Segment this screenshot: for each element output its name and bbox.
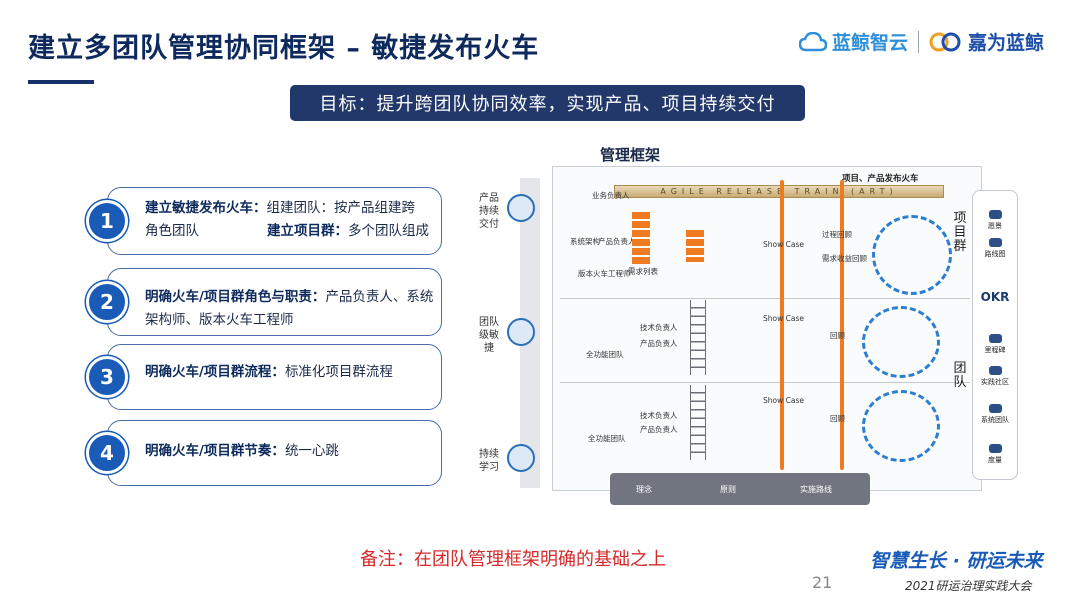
step-card-3 [107,344,442,410]
conference-name: 2021研运治理实践大会 [905,579,1032,593]
demand-review-label: 需求收益回顾 [822,254,867,263]
project-group-char-3: 群 [953,239,967,254]
rp-roadmap: 路线图 [972,238,1018,259]
orange-line-1 [780,180,784,470]
team-agile-icon [507,318,535,346]
delivery-icon [507,194,535,222]
step-1-text2: 角色团队 [145,223,199,239]
step-number-2: 2 [86,281,128,323]
agile-release-train-bar: AGILE RELEASE TRAIN (ART) [614,185,944,198]
page-title: 建立多团队管理协同框架 – 敏捷发布火车 [28,33,540,64]
learning-icon [507,444,535,472]
rp-milestone: 里程碑 [972,334,1018,355]
bb-roadmap: 实施路线 [800,485,832,494]
diagram-title: 管理框架 [600,146,661,164]
bottom-bar: 理念 原则 实施路线 [610,473,870,505]
logos: 蓝鲸智云 嘉为蓝鲸 [798,28,1044,55]
step-4-text: 统一心跳 [284,443,339,459]
step-3-bold: 明确火车/项目群流程： [145,364,285,380]
train-label: 项目、产品发布火车 [842,174,919,184]
step-1-bold2: 建立项目群： [267,223,348,239]
divider-2 [560,382,970,383]
step-card-2 [107,268,442,336]
footnote: 备注：在团队管理框架明确的基础之上 [360,549,666,570]
vision-icon [988,210,1002,219]
step-text-4: 明确火车/项目群节奏：统一心跳 [145,440,435,463]
logo1-text: 蓝鲸智云 [831,32,908,54]
side-label-team-agile: 团队级敏捷 [479,317,499,354]
logo-canway: 嘉为蓝鲸 [929,28,1044,55]
review-label-1: 回顾 [830,331,845,340]
logo2-text: 嘉为蓝鲸 [967,32,1044,54]
role-business-owner: 业务负责人 [592,191,630,200]
milestone-icon [988,334,1002,343]
step-text-1: 建立敏捷发布火车：组建团队：按产品组建跨 角色团队 建立项目群：多个团队组成 [145,197,440,243]
backlog-stack-2 [686,230,704,262]
role-product-owner: 产品负责人 [598,237,636,246]
goal-banner: 目标：提升跨团队协同效率，实现产品、项目持续交付 [290,85,805,121]
project-group-char-1: 项 [953,211,967,226]
iteration-ladder-2 [690,385,706,460]
step-1-bold: 建立敏捷发布火车： [145,200,267,216]
step-1-tail: 多个团队组成 [348,223,429,239]
bb-idea: 理念 [636,485,652,494]
step-2-text: 产品负责人、系统架构师、版本火车工程师 [145,289,434,328]
community-icon [988,366,1002,375]
project-group-char-2: 目 [953,225,967,240]
orange-line-2 [840,180,844,470]
iteration-ladder-1 [690,300,706,375]
role-rte: 版本火车工程师 [578,269,631,278]
rp-metrics: 度量 [972,444,1018,465]
team-po-2: 产品负责人 [640,425,678,434]
team-char-1: 团 [953,361,967,376]
side-label-learning: 持续学习 [479,449,499,473]
role-backlog: 需求列表 [628,267,658,276]
team-char-2: 队 [953,375,967,390]
team-po-1: 产品负责人 [640,339,678,348]
roadmap-icon [988,238,1002,247]
rp-vision: 愿景 [972,210,1018,231]
step-1-text: 组建团队：按产品组建跨 [266,200,416,216]
metrics-icon [988,444,1002,453]
step-number-4: 4 [86,432,128,474]
showcase-label-1: Show Case [763,240,804,249]
showcase-label-3: Show Case [763,396,804,405]
step-text-2: 明确火车/项目群角色与职责：产品负责人、系统架构师、版本火车工程师 [145,286,435,332]
logo-separator [917,30,919,53]
slogan: 智慧生长 · 研运未来 [870,550,1043,572]
pi-cycle-circle [872,215,952,295]
cloud-icon [798,31,827,51]
process-review-label: 过程回顾 [822,230,852,239]
step-4-bold: 明确火车/项目群节奏： [145,443,285,459]
rp-system-team: 系统团队 [972,404,1018,425]
rp-community: 实践社区 [972,366,1018,387]
backlog-stack-1 [632,212,650,264]
team-tech-lead-1: 技术负责人 [640,323,678,332]
step-text-3: 明确火车/项目群流程：标准化项目群流程 [145,361,435,384]
team-cycle-circle-1 [862,306,940,378]
side-label-delivery: 产品持续交付 [479,193,499,230]
step-number-3: 3 [86,356,128,398]
team-cycle-circle-2 [862,390,940,462]
team-label-2: 全功能团队 [588,434,626,443]
bb-principle: 原则 [720,485,736,494]
step-3-text: 标准化项目群流程 [284,364,393,380]
step-number-1: 1 [86,200,128,242]
logo-bluking: 蓝鲸智云 [798,28,908,55]
step-card-1 [107,187,442,255]
divider-1 [560,298,970,299]
role-system-arch: 系统架构 [570,237,600,246]
team-tech-lead-2: 技术负责人 [640,411,678,420]
title-underline [28,80,94,84]
page-number: 21 [812,573,833,592]
canway-logo-icon [929,32,961,51]
step-2-bold: 明确火车/项目群角色与职责： [145,289,326,305]
showcase-label-2: Show Case [763,314,804,323]
rp-okr: OKR [980,290,1010,304]
review-label-2: 回顾 [830,414,845,423]
system-team-icon [988,404,1002,413]
team-label-1: 全功能团队 [586,350,624,359]
